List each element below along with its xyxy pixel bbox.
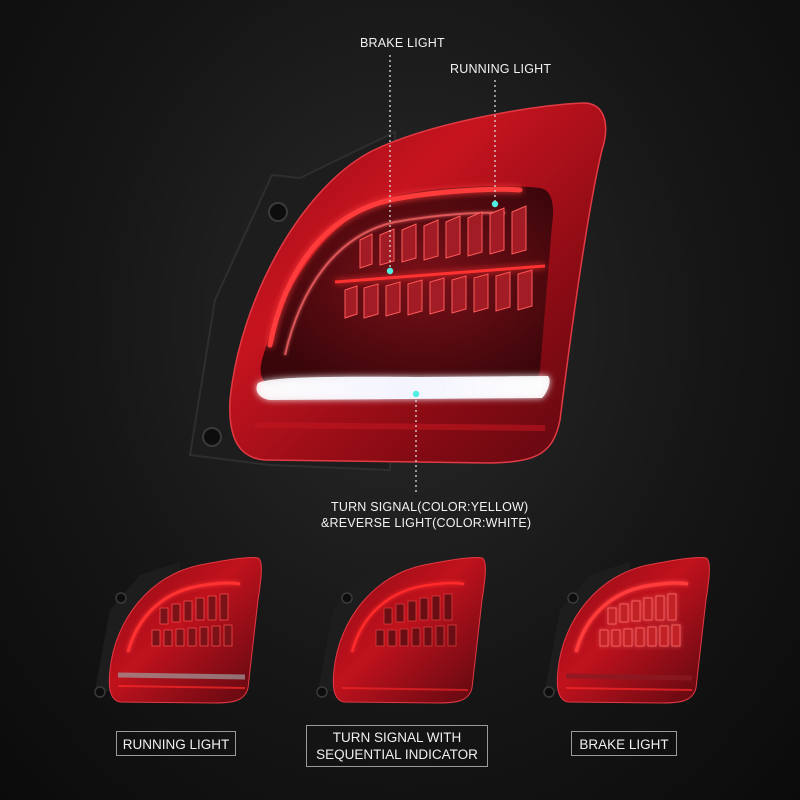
mode-label-brake-light: BRAKE LIGHT [571,731,677,756]
mode-label-line1: TURN SIGNAL WITH [332,730,462,745]
mount-hole-bottom [202,427,222,447]
mode-label-turn-signal: TURN SIGNAL WITH SEQUENTIAL INDICATOR [306,725,488,767]
mount-hole-top [268,202,288,222]
lamp-turn-signal [316,557,486,704]
reverse-light-bar [256,376,550,400]
callout-lines [389,55,496,492]
callout-turn-reverse-line2: &REVERSE LIGHT(COLOR:WHITE) [321,516,532,530]
led-grid [344,205,533,319]
lamp-brake-light [543,557,710,704]
lamp-running-light [94,557,262,704]
mode-label-line2: SEQUENTIAL INDICATOR [316,747,478,762]
running-light-arc [267,186,523,348]
callout-dots [386,200,499,398]
callout-running-light: RUNNING LIGHT [450,62,552,76]
mode-label-line1: BRAKE LIGHT [579,737,669,752]
callout-turn-reverse-line1: TURN SIGNAL(COLOR:YELLOW) [331,500,529,514]
mode-label-running-light: RUNNING LIGHT [116,731,236,756]
mode-label-line1: RUNNING LIGHT [122,737,230,752]
callout-brake-light: BRAKE LIGHT [360,36,445,50]
